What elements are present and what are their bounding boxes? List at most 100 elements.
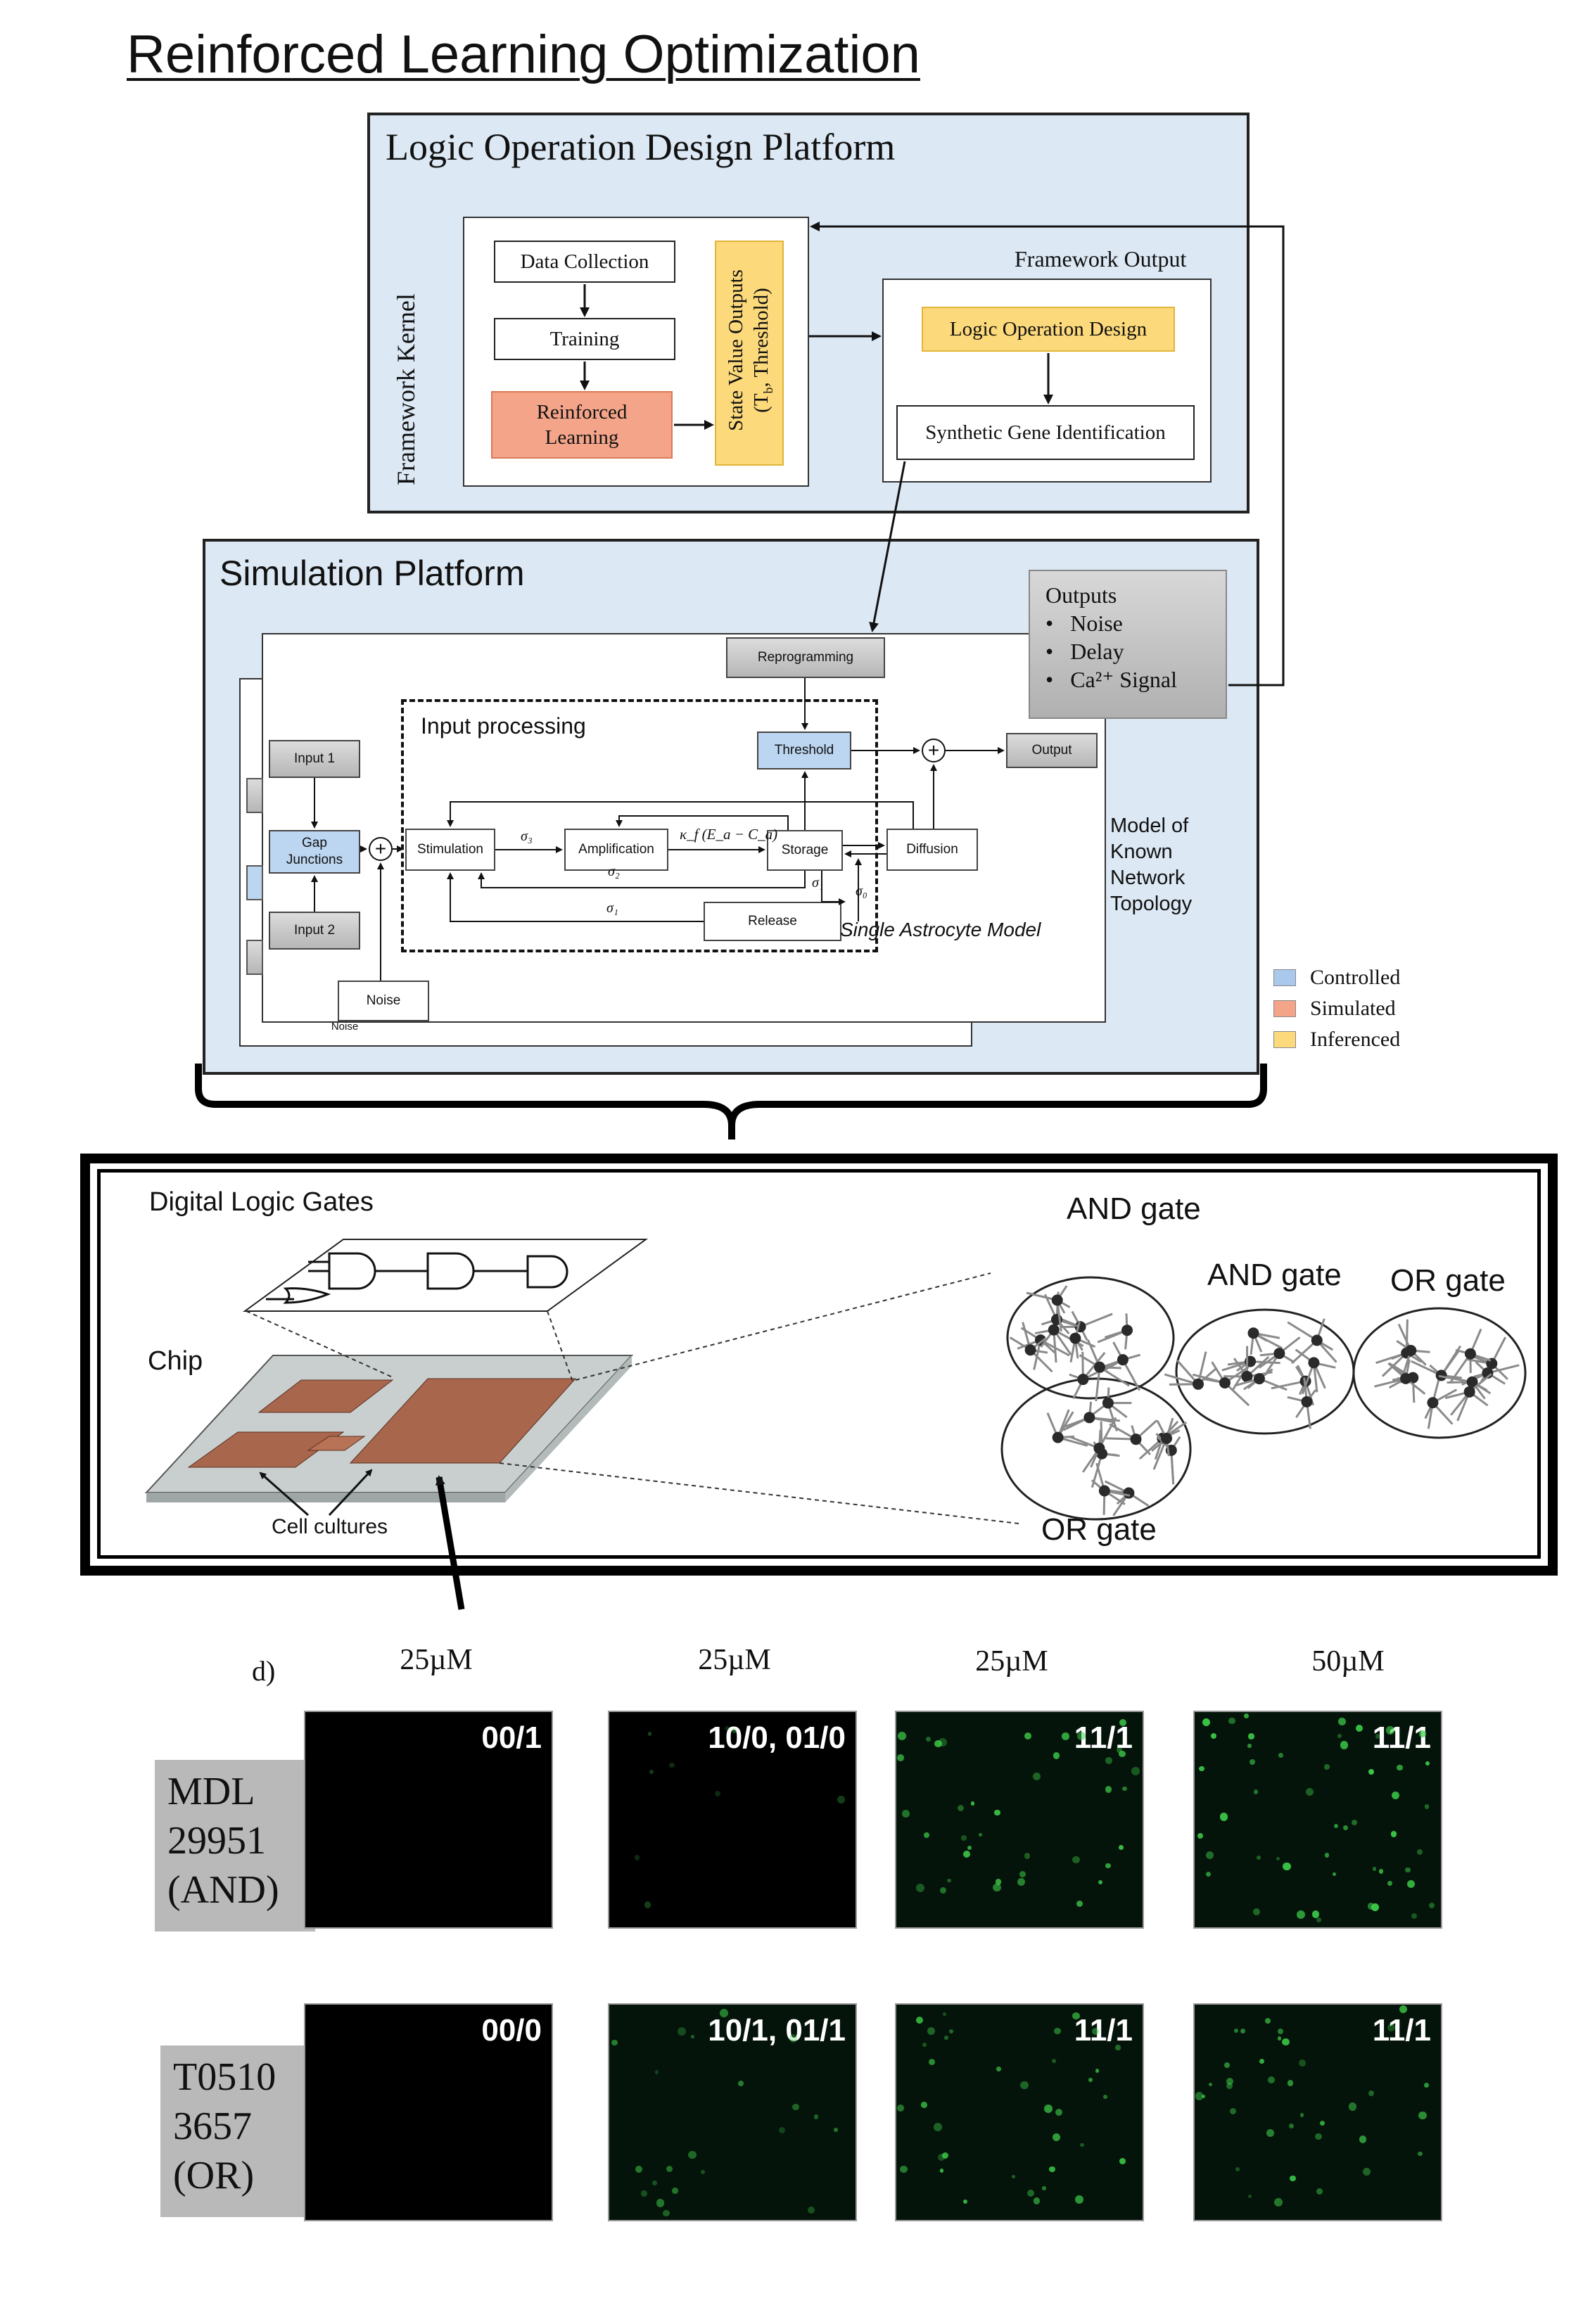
cell-dot [1396,1764,1403,1771]
sigma1-label-right: σ₁ [812,875,824,890]
cell-dot [1424,1803,1430,1809]
cell-dot [1405,1868,1411,1873]
cell-dot [1266,2129,1274,2137]
cell-dot [1195,2092,1204,2100]
cell-dot [1055,2108,1062,2116]
sigma3-label: σ₃ [521,829,533,844]
cell-dot [1197,1833,1203,1839]
cell-dot [1051,2058,1056,2063]
outputs-item: • Noise [1045,611,1123,636]
neuron-soma [1069,1332,1081,1344]
cell-dot [942,2152,949,2159]
neuron-soma [1121,1324,1133,1336]
concentration-label-3: 25µM [975,1645,1048,1678]
cell-dot [1119,1718,1126,1727]
cell-dot [1411,1913,1418,1920]
state-label: 11/1 [1372,2013,1431,2048]
simulation-platform-title: Simulation Platform [220,554,525,593]
cell-dot [1076,1901,1083,1908]
cell-dot [1224,2062,1230,2068]
cell-dot [1250,1758,1256,1766]
cell-dot [934,2123,942,2132]
cell-dot [1342,1825,1348,1831]
cell-dot [961,1834,967,1841]
cell-dot [1011,2174,1016,2178]
cell-dot [1259,2058,1265,2064]
cell-dot [678,2026,686,2036]
cell-dot [1115,2045,1121,2050]
cell-dot [635,2165,642,2173]
cell-dot [1043,2105,1053,2113]
neuron-soma [1400,1372,1412,1384]
cell-dot [1077,1732,1086,1740]
cell-dot [1316,2188,1323,2195]
input1-block: Input 1 [269,740,360,778]
neuron-soma [1117,1354,1129,1366]
cell-dot [1205,1871,1211,1877]
cell-dot [1337,1734,1342,1739]
cell-dot [947,1878,951,1883]
cell-dot [652,2180,658,2185]
outputs-item: • Delay [1045,639,1124,664]
cell-dot [701,2170,706,2174]
cell-dot [1390,1831,1397,1837]
cell-dot [970,1801,975,1806]
cell-dot [647,1732,652,1736]
cell-dot [1362,2167,1371,2176]
stack-tab-3 [246,940,263,975]
cell-dot [1278,2028,1284,2034]
cell-dot [1042,2186,1046,2190]
reinforced-learning-block: Reinforced Learning [491,391,673,459]
cell-dot [1019,1871,1026,1877]
input-processing-label: Input processing [421,713,586,739]
neuron-process [1099,1366,1130,1387]
cell-dot [942,2012,946,2017]
cell-dot [833,2127,839,2132]
outputs-item: • Ca²⁺ Signal [1045,667,1178,692]
cell-dot [1367,1903,1375,1910]
neuron-soma [1024,1344,1036,1356]
model-known-network-label: Model of Known Network Topology [1110,815,1193,915]
cell-dot [1316,1917,1321,1923]
outputs-box: Outputs • Noise • Delay • Ca²⁺ Signal [1029,570,1227,719]
cell-dot [1052,2133,1061,2142]
cell-dot [995,1879,1002,1885]
cell-dot [1348,2102,1357,2112]
row-label-and: MDL 29951 (AND) [155,1760,315,1932]
cell-dot [1333,1824,1338,1829]
cell-dot [720,2008,728,2017]
and-gate-label-2: AND gate [1207,1258,1342,1292]
cell-dot [1117,1747,1123,1753]
logic-platform-title: Logic Operation Design Platform [386,126,896,168]
cell-dot [1418,2151,1423,2157]
micrograph-or-4: 11/1 [1193,2003,1442,2221]
neuron-soma [1123,1487,1135,1499]
chip-illustration [144,1239,1527,1524]
state-label: 11/1 [1372,1720,1431,1755]
cell-dot [662,2209,670,2217]
legend-item: Inferenced [1273,1024,1400,1055]
neuron-soma [1048,1324,1060,1336]
state-label: 10/1, 01/1 [708,2013,846,2048]
cell-dot [944,2036,948,2040]
gate-symbols [266,1252,568,1304]
cell-dot [1368,1768,1374,1775]
or-gate-label-2: OR gate [1041,1512,1157,1547]
cell-dot [1206,1851,1214,1859]
cell-dot [896,1754,904,1761]
cell-dot [789,2034,798,2043]
cell-dot [939,2169,944,2173]
cell-dot [1103,2095,1108,2100]
cell-dot [900,2165,908,2173]
cell-dot [1276,1857,1280,1861]
cell-dot [1306,1787,1314,1796]
cell-dot [1418,2111,1428,2120]
cell-dot [1062,1732,1069,1740]
storage-block: Storage [767,830,843,871]
cell-dot [1054,2028,1061,2035]
cell-dot [1299,2059,1307,2067]
cell-dot [1074,2195,1083,2204]
cell-cultures-label: Cell cultures [272,1515,388,1538]
state-value-outputs-block [715,241,784,466]
cell-dot [611,2040,618,2046]
